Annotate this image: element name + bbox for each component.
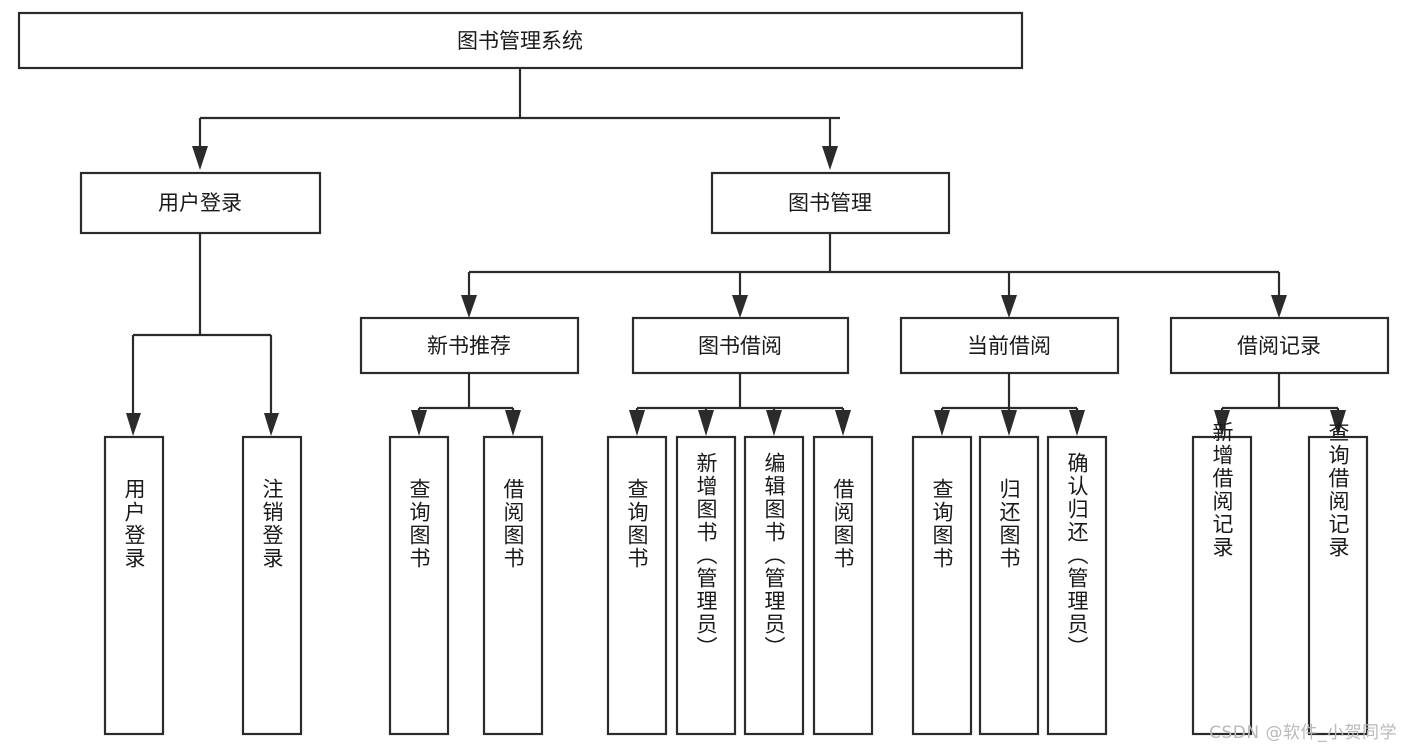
node-leaf-user-login-box[interactable] xyxy=(103,435,165,736)
arrow-head-leaf-user-login xyxy=(126,413,141,436)
node-leaf-confirm-return-box[interactable] xyxy=(1046,435,1108,736)
node-new-book-recommend-label: 新书推荐 xyxy=(427,334,511,358)
arrow-head-leaf-query-book-2 xyxy=(629,410,645,436)
connector-group-root xyxy=(192,68,840,170)
arrow-head-leaf-return-book xyxy=(1001,410,1017,436)
connector-group-book-borrow xyxy=(629,373,851,436)
node-book-manage[interactable]: 图书管理 xyxy=(710,171,951,235)
node-leaf-query-book-1[interactable]: 查询图书 xyxy=(388,435,450,736)
arrow-head-leaf-query-book-3 xyxy=(934,410,950,436)
arrow-head-new-book-recommend xyxy=(461,295,477,318)
connector-group-user-login xyxy=(126,233,279,436)
node-leaf-query-book-1-label: 查询图书 xyxy=(407,478,431,570)
node-book-borrow[interactable]: 图书借阅 xyxy=(631,316,850,375)
node-leaf-add-book-label: 新增图书（管理员） xyxy=(694,452,718,659)
node-leaf-edit-book-label: 编辑图书（管理员） xyxy=(762,452,786,659)
node-leaf-user-logout-label: 注销登录 xyxy=(260,478,284,570)
node-book-borrow-box[interactable] xyxy=(631,316,850,375)
arrow-head-leaf-query-record xyxy=(1330,410,1346,436)
node-leaf-return-book-box[interactable] xyxy=(978,435,1040,736)
node-leaf-query-book-2-box[interactable] xyxy=(606,435,668,736)
node-leaf-query-record-label: 查询借阅记录 xyxy=(1326,421,1350,559)
node-user-login[interactable]: 用户登录 xyxy=(79,171,322,235)
node-leaf-user-logout[interactable]: 注销登录 xyxy=(241,435,303,736)
node-borrow-record-label: 借阅记录 xyxy=(1237,334,1321,358)
node-root-label: 图书管理系统 xyxy=(457,29,583,53)
arrow-head-user-login xyxy=(192,146,208,170)
node-borrow-record[interactable]: 借阅记录 xyxy=(1169,316,1390,375)
node-user-login-box[interactable] xyxy=(79,171,322,235)
node-leaf-confirm-return[interactable]: 确认归还（管理员） xyxy=(1046,435,1108,736)
node-book-borrow-label: 图书借阅 xyxy=(698,334,782,358)
node-leaf-borrow-book-1-label: 借阅图书 xyxy=(501,478,525,570)
node-leaf-borrow-book-2-box[interactable] xyxy=(812,435,874,736)
arrow-head-borrow-record xyxy=(1271,295,1287,318)
connector-group-current-borrow xyxy=(934,373,1085,436)
node-leaf-user-login-label: 用户登录 xyxy=(122,478,146,570)
arrow-head-book-manage xyxy=(822,146,838,170)
node-borrow-record-box[interactable] xyxy=(1169,316,1390,375)
node-leaf-user-login[interactable]: 用户登录 xyxy=(103,435,165,736)
node-leaf-query-record[interactable]: 查询借阅记录 xyxy=(1307,421,1369,736)
node-leaf-borrow-book-2-label: 借阅图书 xyxy=(831,478,855,570)
arrow-head-leaf-query-book-1 xyxy=(411,410,427,436)
arrow-head-leaf-user-logout xyxy=(264,413,279,436)
node-root[interactable]: 图书管理系统 xyxy=(17,11,1024,70)
node-root-box[interactable] xyxy=(17,11,1024,70)
node-leaf-borrow-book-1-box[interactable] xyxy=(482,435,544,736)
node-leaf-add-book[interactable]: 新增图书（管理员） xyxy=(675,435,737,736)
node-leaf-user-logout-box[interactable] xyxy=(241,435,303,736)
node-leaf-add-record-box[interactable] xyxy=(1191,435,1253,736)
connector-group-borrow-record xyxy=(1214,373,1346,436)
arrow-head-leaf-add-record xyxy=(1214,410,1230,436)
node-leaf-confirm-return-label: 确认归还（管理员） xyxy=(1065,452,1089,659)
node-book-manage-box[interactable] xyxy=(710,171,951,235)
node-leaf-query-book-2-label: 查询图书 xyxy=(625,478,649,570)
node-leaf-query-book-3[interactable]: 查询图书 xyxy=(911,435,973,736)
node-current-borrow-label: 当前借阅 xyxy=(967,334,1051,358)
connector-group-book-manage xyxy=(461,233,1287,318)
arrow-head-leaf-edit-book xyxy=(766,410,782,436)
node-leaf-borrow-book-1[interactable]: 借阅图书 xyxy=(482,435,544,736)
node-leaf-add-record[interactable]: 新增借阅记录 xyxy=(1191,421,1253,736)
node-user-login-label: 用户登录 xyxy=(158,191,242,215)
node-leaf-return-book[interactable]: 归还图书 xyxy=(978,435,1040,736)
node-leaf-query-book-3-box[interactable] xyxy=(911,435,973,736)
arrow-head-book-borrow xyxy=(732,295,748,318)
arrow-head-leaf-borrow-book-2 xyxy=(835,410,851,436)
node-leaf-borrow-book-2[interactable]: 借阅图书 xyxy=(812,435,874,736)
node-leaf-query-record-box[interactable] xyxy=(1307,435,1369,736)
node-leaf-query-book-3-label: 查询图书 xyxy=(930,478,954,570)
node-current-borrow[interactable]: 当前借阅 xyxy=(899,316,1120,375)
node-leaf-edit-book-box[interactable] xyxy=(743,435,805,736)
connector-group-new-book-recommend xyxy=(411,373,521,436)
arrow-head-leaf-confirm-return xyxy=(1069,410,1085,436)
node-new-book-recommend-box[interactable] xyxy=(359,316,580,375)
node-leaf-add-book-box[interactable] xyxy=(675,435,737,736)
arrow-head-current-borrow xyxy=(1001,295,1017,318)
node-current-borrow-box[interactable] xyxy=(899,316,1120,375)
node-leaf-add-record-label: 新增借阅记录 xyxy=(1210,421,1234,559)
arrow-head-leaf-borrow-book-1 xyxy=(505,410,521,436)
node-leaf-edit-book[interactable]: 编辑图书（管理员） xyxy=(743,435,805,736)
node-leaf-return-book-label: 归还图书 xyxy=(997,478,1021,570)
node-new-book-recommend[interactable]: 新书推荐 xyxy=(359,316,580,375)
node-book-manage-label: 图书管理 xyxy=(788,191,872,215)
csdn-watermark: CSDN @软件_小贺同学 xyxy=(1209,723,1397,743)
node-leaf-query-book-1-box[interactable] xyxy=(388,435,450,736)
node-leaf-query-book-2[interactable]: 查询图书 xyxy=(606,435,668,736)
arrow-head-leaf-add-book xyxy=(698,410,714,436)
